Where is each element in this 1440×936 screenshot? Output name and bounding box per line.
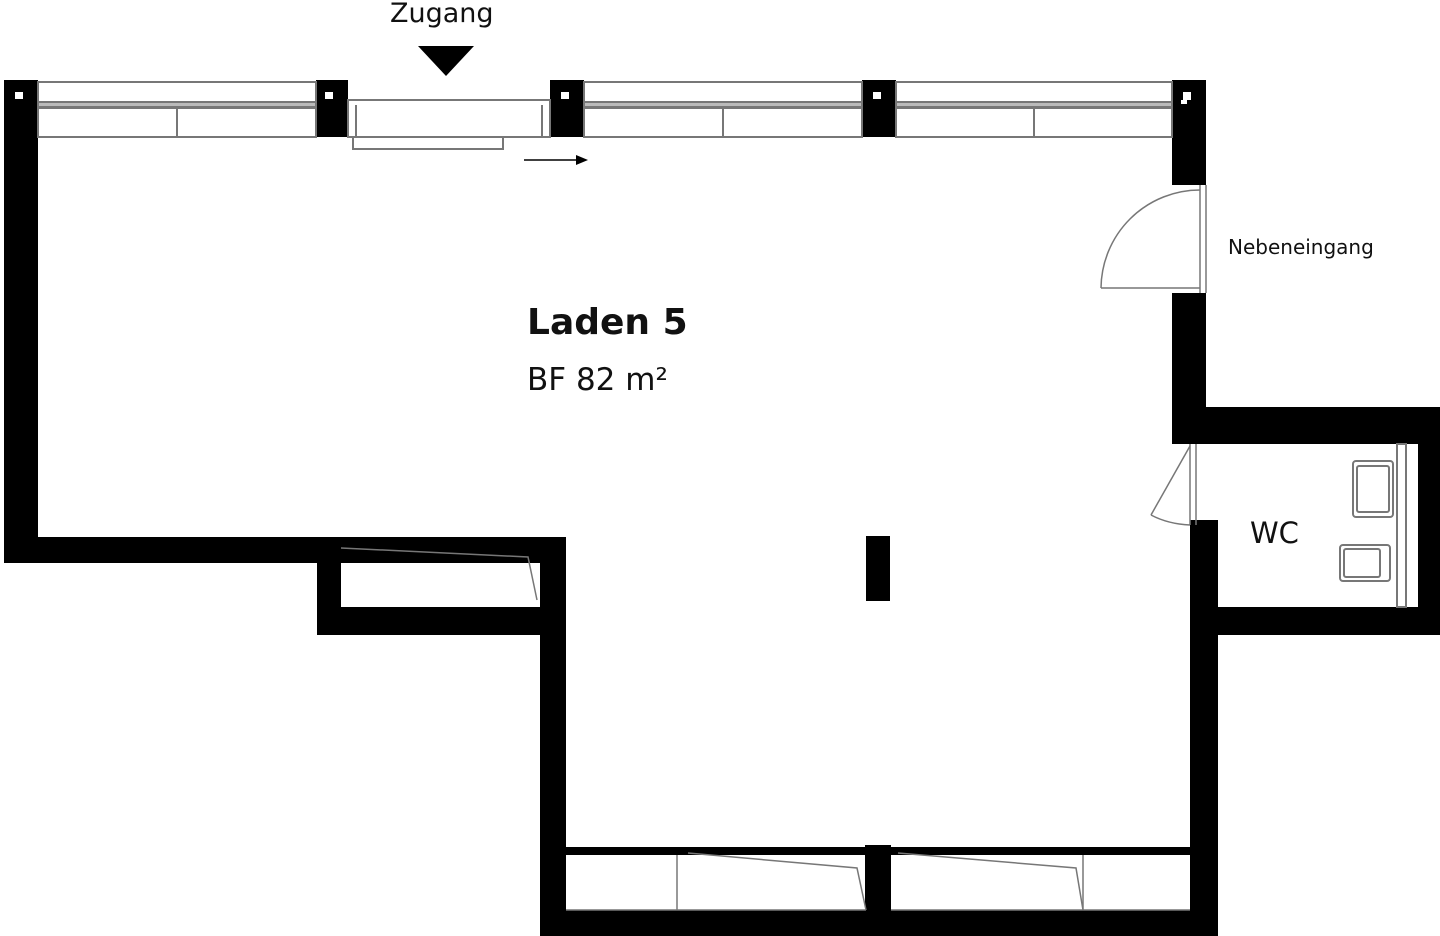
- side-entrance-door: [1100, 185, 1207, 293]
- wc-door: [1150, 444, 1197, 526]
- entrance-door: [347, 99, 551, 150]
- top-pillars: [4, 80, 1206, 137]
- entrance-label: Zugang: [390, 0, 494, 29]
- room-name: Laden 5: [527, 302, 688, 343]
- sliding-direction-arrow-icon: [524, 155, 588, 165]
- windows-top: [37, 81, 1173, 138]
- side-entrance-label: Nebeneingang: [1228, 235, 1374, 259]
- walls: [4, 80, 1440, 936]
- niche-window: [340, 547, 538, 601]
- wc-fixtures: [1339, 443, 1407, 608]
- windows-bottom: [566, 852, 1190, 911]
- wc-label: WC: [1250, 516, 1299, 550]
- entrance-arrow-icon: [418, 46, 474, 76]
- room-area: BF 82 m²: [527, 362, 668, 398]
